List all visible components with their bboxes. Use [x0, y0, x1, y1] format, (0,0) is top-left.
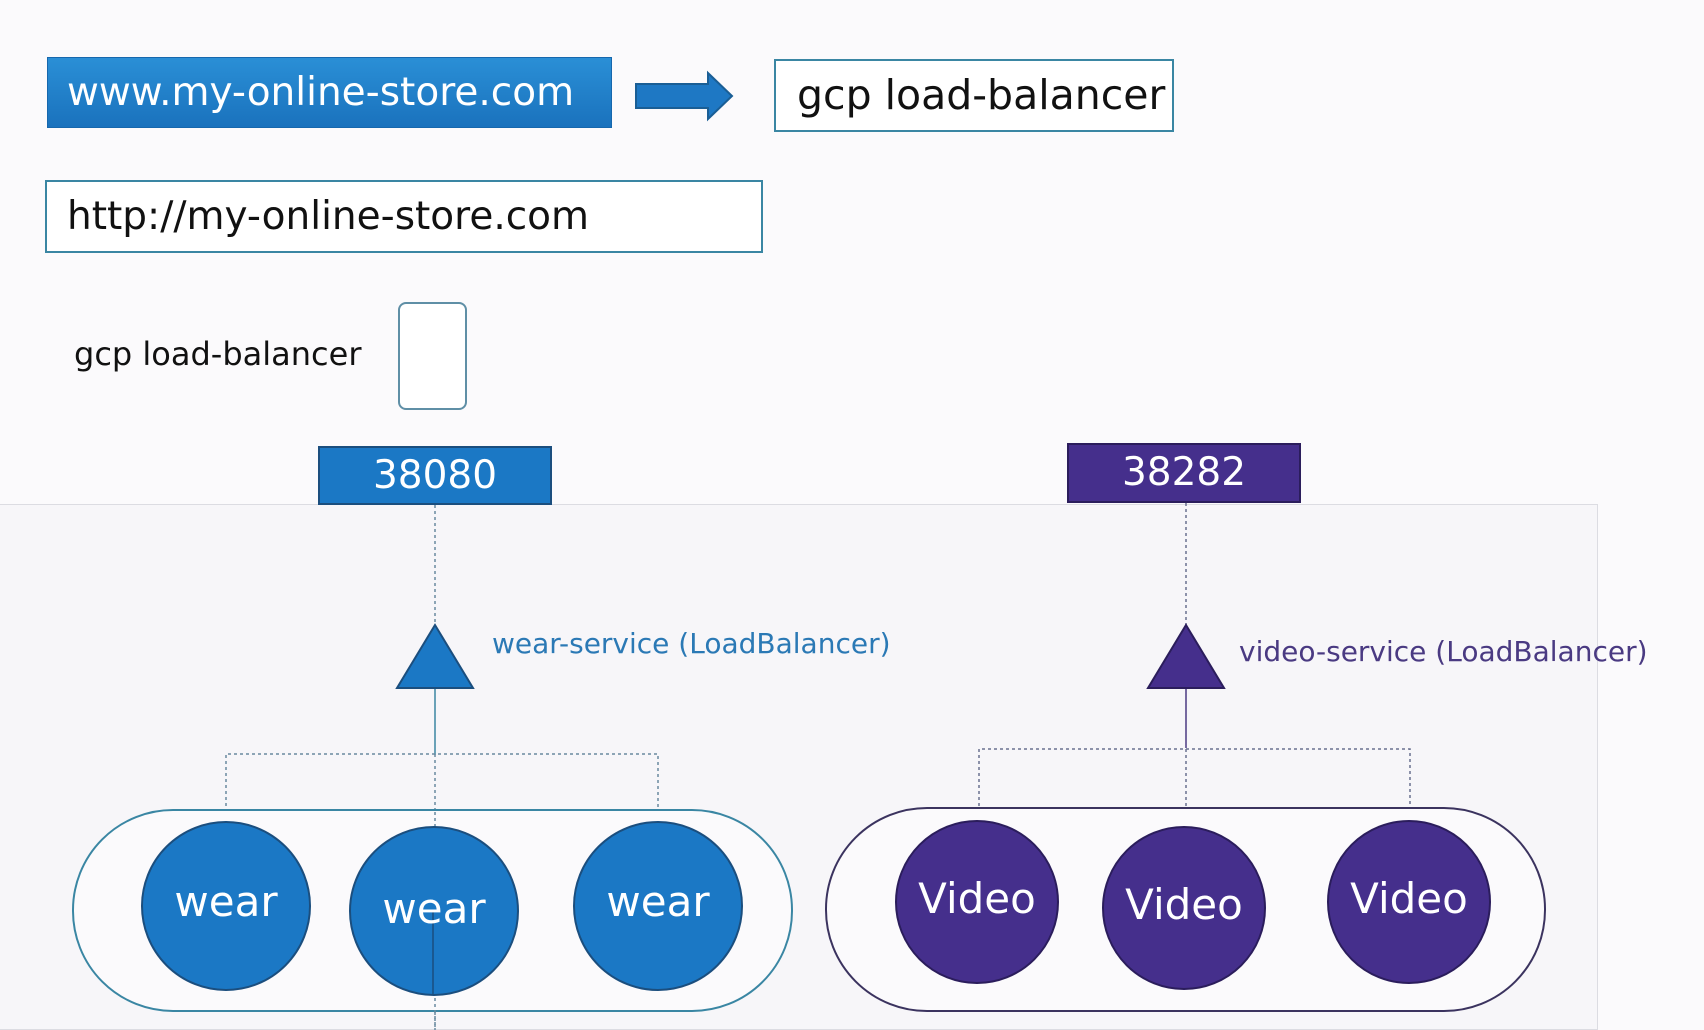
- gcp-load-balancer-box: gcp load-balancer: [774, 59, 1174, 132]
- http-url-box: http://my-online-store.com: [45, 180, 763, 253]
- wear-service-icon: [395, 623, 475, 689]
- video-pod-1: [895, 820, 1059, 984]
- video-pod-2: [1102, 826, 1266, 990]
- wear-branch-lines: [225, 753, 659, 812]
- right-arrow-icon: [635, 70, 734, 122]
- video-pod-3: [1327, 820, 1491, 984]
- wear-port-box: 38080: [318, 446, 552, 505]
- video-service-label: video-service (LoadBalancer): [1239, 635, 1648, 668]
- video-service-icon: [1146, 623, 1226, 689]
- load-balancer-icon: [398, 302, 467, 410]
- wear-pod-3: [573, 821, 743, 991]
- wear-pod-2: [349, 826, 519, 996]
- video-branch-lines: [978, 748, 1411, 812]
- video-port-box: 38282: [1067, 443, 1301, 503]
- www-url-box: www.my-online-store.com: [47, 57, 612, 128]
- load-balancer-label: gcp load-balancer: [74, 335, 362, 373]
- wear-pod-1: [141, 821, 311, 991]
- wear-service-label: wear-service (LoadBalancer): [492, 627, 891, 660]
